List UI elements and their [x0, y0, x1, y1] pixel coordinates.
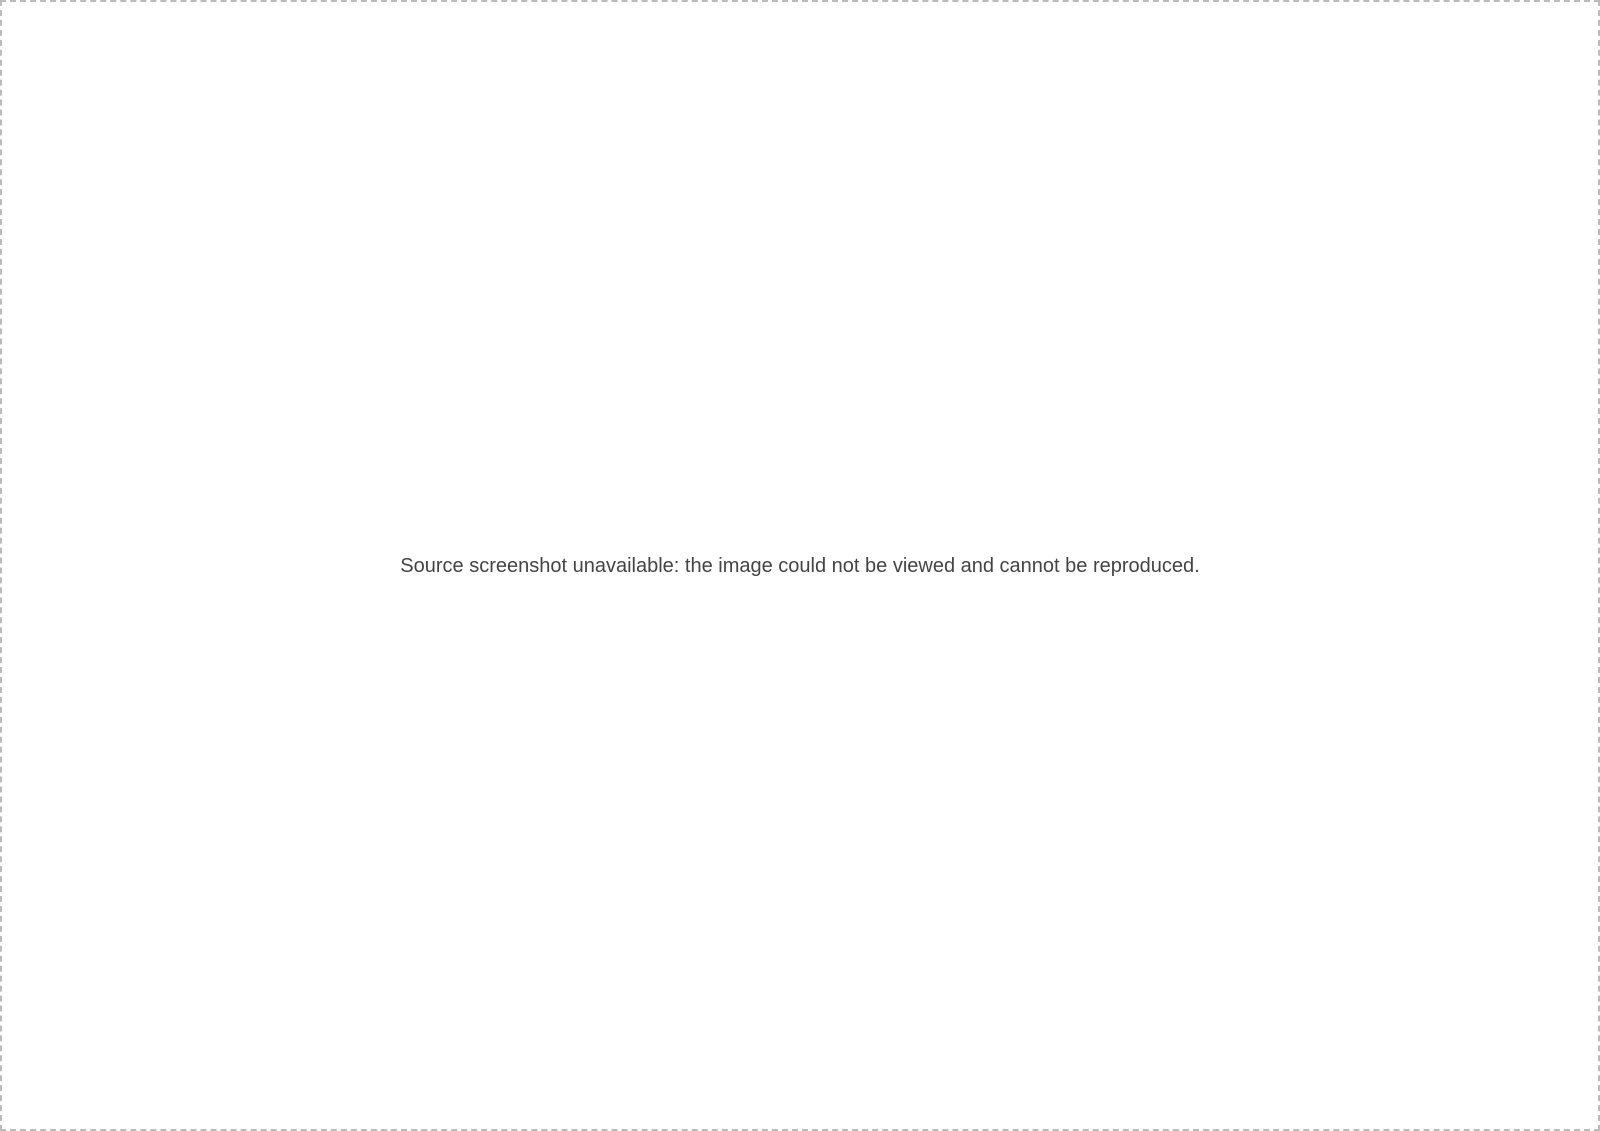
unavailable-note: Source screenshot unavailable: the image… [400, 554, 1200, 577]
